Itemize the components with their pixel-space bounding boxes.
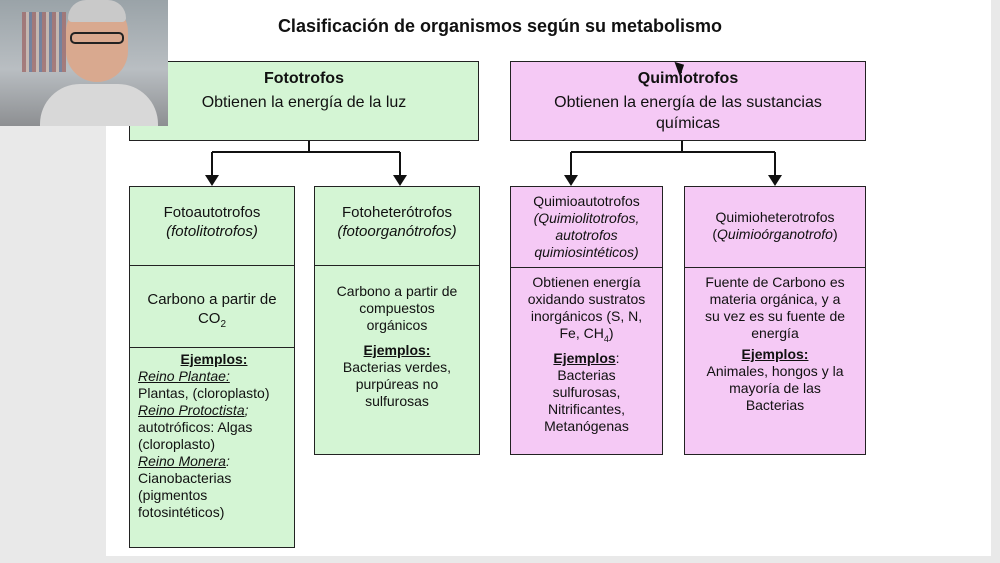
quimiotrofos-name: Quimiotrofos [637, 70, 739, 87]
quimioautotrofos-ex-1: Bacterias [557, 366, 616, 383]
quimioautotrofos-ex-4: Metanógenas [544, 417, 629, 434]
fotoheterotrofos-carbon-1: Carbono a partir de [336, 283, 458, 299]
quimioheterotrofos-ex-3: Bacterias [745, 397, 805, 413]
fotoautotrofos-carbon: Carbono a partir de [147, 291, 277, 308]
monera-text-3: fotosintéticos) [138, 504, 225, 520]
fototrofos-name: Fototrofos [264, 70, 344, 87]
quimioheterotrofos-box: Quimioheterotrofos (Quimioórganotrofo) F… [684, 186, 866, 455]
quimioautotrofos-text-4: Fe, CH4) [511, 325, 662, 348]
fotoheterotrofos-carbon-2: compuestos [359, 300, 435, 316]
quimioautotrofos-alt-3: quimiosintéticos) [534, 244, 639, 260]
fotoheterotrofos-ex-3: sulfurosas [365, 393, 429, 409]
fotoautotrofos-name: Fotoautotrofos [163, 204, 261, 221]
fotoheterotrofos-ex-2: purpúreas no [355, 376, 439, 392]
alt-text: Quimioórganotrofo [717, 226, 833, 242]
fotoheterotrofos-carbon-3: orgánicos [366, 317, 428, 333]
ch-subscript: 4 [603, 333, 609, 344]
quimiotrofos-desc-2: químicas [655, 115, 721, 132]
protoctista-text-1: autotróficos: Algas [138, 419, 253, 435]
quimiotrofos-desc-1: Obtienen la energía de las sustancias [554, 94, 822, 111]
protoctista-separator: ; [244, 402, 249, 418]
monera-separator: : [225, 453, 230, 469]
protoctista-text-2: (cloroplasto) [138, 436, 216, 452]
fotoautotrofos-examples-label: Ejemplos: [180, 351, 248, 367]
quimioautotrofos-alt-2: autotrofos [555, 227, 618, 243]
quimioheterotrofos-text-2: materia orgánica, y a [709, 291, 841, 307]
fotoautotrofos-alt: (fotolitotrofos) [166, 223, 258, 240]
quimiotrofos-box: Quimiotrofos Obtienen la energía de las … [510, 61, 866, 141]
quimioautotrofos-ex-2: sulfurosas, [552, 383, 621, 400]
reino-protoctista: Reino Protoctista [138, 402, 245, 418]
fotoautotrofos-box: Fotoautotrofos (fotolitotrofos) Carbono … [129, 186, 295, 548]
presenter-webcam [0, 0, 168, 126]
co-text: CO [197, 310, 221, 327]
quimioautotrofos-alt-1: (Quimiolitotrofos, [533, 210, 640, 226]
quimioheterotrofos-ex-1: Animales, hongos y la [706, 363, 844, 379]
presenter-torso [40, 84, 158, 126]
monera-text-2: (pigmentos [138, 487, 208, 503]
fototrofos-desc: Obtienen la energía de la luz [201, 94, 407, 111]
plantae-text: Plantas, (cloroplasto) [138, 385, 270, 401]
reino-plantae: Reino Plantae: [138, 368, 230, 384]
quimioheterotrofos-examples-label: Ejemplos: [741, 346, 809, 362]
quimioautotrofos-examples-label: Ejemplos [553, 349, 616, 366]
quimioautotrofos-box: Quimioautotrofos (Quimiolitotrofos, auto… [510, 186, 663, 455]
alt-open: ( [712, 226, 718, 242]
fotoheterotrofos-name: Fotoheterótrofos [341, 204, 453, 221]
fotoheterotrofos-box: Fotoheterótrofos (fotoorganótrofos) Carb… [314, 186, 480, 455]
fototrofos-box: Fototrofos Obtienen la energía de la luz [129, 61, 479, 141]
fotoheterotrofos-examples-label: Ejemplos: [363, 342, 431, 358]
quimioheterotrofos-text-4: energía [751, 325, 799, 341]
fotoheterotrofos-alt: (fotoorganótrofos) [337, 223, 457, 240]
quimioautotrofos-examples-sep: : [615, 349, 620, 366]
slide-title: Clasificación de organismos según su met… [277, 16, 723, 36]
monera-text-1: Cianobacterias [138, 470, 232, 486]
presenter-hair [68, 0, 126, 22]
quimioheterotrofos-name: Quimioheterotrofos [715, 209, 835, 225]
glasses-icon [70, 32, 124, 44]
fotoautotrofos-carbon-formula: CO2 [130, 309, 294, 334]
fotoheterotrofos-ex-1: Bacterias verdes, [342, 359, 452, 375]
ch-close: ) [608, 325, 614, 341]
quimioheterotrofos-ex-2: mayoría de las [729, 380, 821, 396]
quimioautotrofos-text-1: Obtienen energía [532, 274, 641, 290]
quimioautotrofos-text-3: inorgánicos (S, N, [530, 308, 643, 324]
reino-monera: Reino Monera [138, 453, 226, 469]
ch-text: Fe, CH [559, 325, 604, 341]
alt-close: ) [832, 226, 838, 242]
quimioautotrofos-name: Quimioautotrofos [533, 193, 640, 209]
quimioheterotrofos-text-1: Fuente de Carbono es [705, 274, 845, 290]
quimioheterotrofos-text-3: su vez es su fuente de [704, 308, 846, 324]
quimioautotrofos-text-2: oxidando sustratos [527, 291, 646, 307]
background-shelf [22, 12, 66, 72]
co-subscript: 2 [220, 319, 227, 330]
quimioautotrofos-ex-3: Nitrificantes, [547, 400, 626, 417]
quimioheterotrofos-alt: (Quimioórganotrofo) [685, 226, 865, 243]
